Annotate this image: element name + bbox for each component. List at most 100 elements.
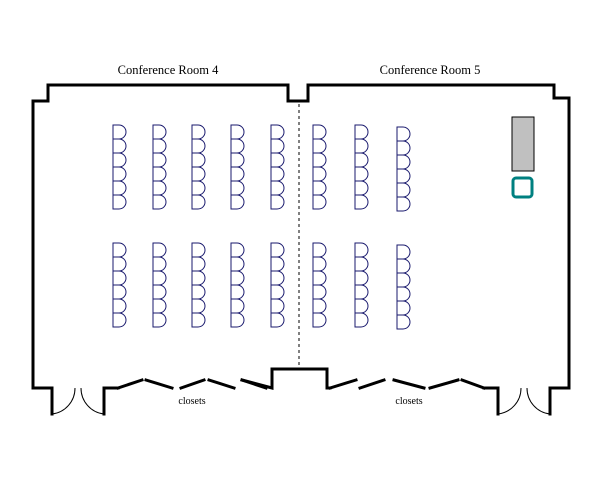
chair bbox=[354, 284, 369, 300]
chair bbox=[191, 242, 206, 258]
chair bbox=[354, 298, 369, 314]
chair bbox=[230, 180, 245, 196]
chair bbox=[270, 270, 285, 286]
chair bbox=[152, 298, 167, 314]
chair bbox=[354, 194, 369, 210]
chair bbox=[191, 138, 206, 154]
chair bbox=[191, 284, 206, 300]
chair bbox=[230, 124, 245, 140]
chair bbox=[396, 154, 411, 170]
chair bbox=[230, 166, 245, 182]
chair bbox=[396, 272, 411, 288]
chair bbox=[152, 312, 167, 328]
chair bbox=[270, 298, 285, 314]
chair bbox=[152, 284, 167, 300]
chair bbox=[354, 166, 369, 182]
chair bbox=[354, 312, 369, 328]
chair bbox=[112, 270, 127, 286]
chair bbox=[191, 194, 206, 210]
chair bbox=[396, 286, 411, 302]
chair bbox=[191, 152, 206, 168]
chair bbox=[312, 124, 327, 140]
chair bbox=[230, 284, 245, 300]
chair bbox=[191, 124, 206, 140]
bottom-wall-left-door-jamb bbox=[102, 386, 120, 416]
chair bbox=[354, 138, 369, 154]
chair bbox=[312, 312, 327, 328]
chair bbox=[191, 166, 206, 182]
chair bbox=[230, 194, 245, 210]
chair bbox=[270, 312, 285, 328]
entry-door-left[interactable] bbox=[51, 387, 105, 415]
bottom-wall-right-end bbox=[548, 386, 571, 416]
chair bbox=[396, 314, 411, 330]
chair bbox=[112, 152, 127, 168]
chair bbox=[152, 124, 167, 140]
chair bbox=[152, 194, 167, 210]
chair bbox=[270, 138, 285, 154]
chair bbox=[396, 258, 411, 274]
chair bbox=[112, 242, 127, 258]
chair bbox=[112, 256, 127, 272]
chair bbox=[312, 180, 327, 196]
closet-doors-left bbox=[116, 378, 268, 390]
chair bbox=[270, 242, 285, 258]
closet-doors-right bbox=[328, 378, 486, 390]
chair bbox=[312, 194, 327, 210]
chair bbox=[191, 312, 206, 328]
chair bbox=[396, 300, 411, 316]
room-label-conference-4: Conference Room 4 bbox=[118, 63, 219, 77]
chair bbox=[312, 270, 327, 286]
chair bbox=[396, 140, 411, 156]
chair bbox=[270, 166, 285, 182]
chair bbox=[191, 180, 206, 196]
seating-area bbox=[112, 124, 411, 330]
chair bbox=[396, 244, 411, 260]
chair bbox=[191, 270, 206, 286]
av-table[interactable] bbox=[511, 116, 535, 172]
chair bbox=[354, 256, 369, 272]
chair bbox=[230, 298, 245, 314]
chair bbox=[152, 270, 167, 286]
chair bbox=[312, 166, 327, 182]
chair bbox=[112, 124, 127, 140]
chair bbox=[396, 168, 411, 184]
chair bbox=[270, 152, 285, 168]
chair bbox=[152, 242, 167, 258]
entry-door-right[interactable] bbox=[497, 387, 551, 415]
chair bbox=[191, 298, 206, 314]
chair bbox=[152, 138, 167, 154]
chair bbox=[112, 194, 127, 210]
chair bbox=[112, 166, 127, 182]
chair bbox=[396, 182, 411, 198]
chair bbox=[112, 298, 127, 314]
chair bbox=[230, 256, 245, 272]
chair bbox=[152, 256, 167, 272]
chair bbox=[270, 180, 285, 196]
chair bbox=[396, 126, 411, 142]
closet-label-left: closets bbox=[178, 396, 205, 407]
chair bbox=[354, 242, 369, 258]
projector-cart[interactable] bbox=[511, 176, 534, 199]
chair bbox=[112, 284, 127, 300]
chair bbox=[270, 284, 285, 300]
bottom-wall-right-door-jamb bbox=[482, 386, 500, 416]
chair bbox=[354, 180, 369, 196]
chair bbox=[270, 194, 285, 210]
chair bbox=[152, 152, 167, 168]
closet-label-right: closets bbox=[395, 396, 422, 407]
chair bbox=[230, 242, 245, 258]
chair bbox=[191, 256, 206, 272]
chair bbox=[354, 124, 369, 140]
chair bbox=[112, 312, 127, 328]
chair bbox=[112, 180, 127, 196]
chair bbox=[312, 152, 327, 168]
outer-wall bbox=[31, 83, 571, 390]
chair bbox=[396, 196, 411, 212]
chair bbox=[312, 256, 327, 272]
chair bbox=[354, 152, 369, 168]
chair bbox=[112, 138, 127, 154]
chair bbox=[230, 312, 245, 328]
